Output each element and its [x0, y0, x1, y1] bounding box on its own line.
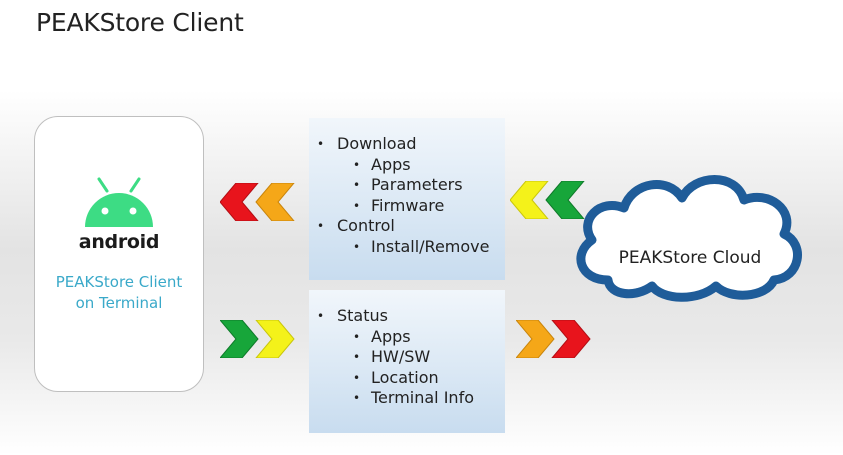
list-item-label: Firmware [371, 195, 445, 215]
bullet-icon: • [353, 391, 361, 405]
orange-chevron-icon [255, 183, 295, 221]
list-item-label: Status [337, 306, 388, 325]
bullet-icon: • [353, 157, 361, 172]
red-chevron-icon [551, 320, 591, 358]
arrow-to-terminal [220, 183, 295, 221]
cloud-label: PEAKStore Cloud [618, 248, 762, 268]
terminal-label-line2: on Terminal [75, 294, 163, 312]
arrow-to-cloud [516, 320, 591, 358]
list-item-label: Control [337, 216, 395, 235]
arrow-from-terminal [220, 320, 295, 358]
list-item-label: Install/Remove [371, 236, 490, 256]
green-chevron-icon [545, 181, 585, 219]
status-list: • Status • Apps • HW/SW • Location • Terminal Inf… [309, 306, 505, 409]
list-item-label: Terminal Info [371, 388, 474, 407]
list-item: • Status [309, 306, 505, 327]
bullet-icon: • [353, 370, 361, 385]
list-item-label: Download [337, 134, 417, 153]
list-item-label: Location [371, 367, 439, 387]
list-item-label: Apps [371, 154, 411, 174]
bullet-icon: • [317, 309, 325, 323]
cloud-icon [576, 175, 802, 302]
terminal-device: android PEAKStore Client on Terminal [34, 116, 204, 392]
bullet-icon: • [353, 239, 361, 254]
list-item: • Apps [309, 155, 505, 176]
download-control-panel: • Download • Apps • Parameters • Firmware • Contr… [309, 118, 505, 280]
list-item: • Firmware [309, 196, 505, 217]
bullet-icon: • [317, 219, 325, 233]
orange-chevron-icon [516, 320, 555, 358]
red-chevron-icon [220, 183, 259, 221]
bullet-icon: • [353, 178, 361, 192]
list-item-label: HW/SW [371, 347, 431, 366]
page-title: PEAKStore Client [36, 8, 244, 37]
list-item: • Control [309, 216, 505, 237]
bullet-icon: • [353, 350, 361, 364]
bullet-icon: • [353, 329, 361, 344]
terminal-label-line1: PEAKStore Client [55, 273, 183, 291]
status-panel: • Status • Apps • HW/SW • Location • Terminal Inf… [309, 290, 505, 433]
list-item: • Parameters [309, 175, 505, 196]
yellow-chevron-icon [510, 181, 549, 219]
android-wordmark: android [78, 231, 160, 253]
green-chevron-icon [220, 320, 259, 358]
bullet-icon: • [317, 137, 325, 151]
android-robot-icon [85, 177, 153, 227]
list-item: • HW/SW [309, 347, 505, 368]
list-item-label: Apps [371, 326, 411, 346]
list-item: • Location [309, 368, 505, 389]
arrow-from-cloud [510, 181, 585, 219]
list-item-label: Parameters [371, 175, 463, 194]
download-control-list: • Download • Apps • Parameters • Firmware • Contr… [309, 134, 505, 257]
terminal-label: PEAKStore Client on Terminal [35, 272, 203, 314]
bullet-icon: • [353, 198, 361, 213]
list-item: • Terminal Info [309, 388, 505, 409]
list-item: • Install/Remove [309, 237, 505, 258]
list-item: • Download [309, 134, 505, 155]
list-item: • Apps [309, 327, 505, 348]
yellow-chevron-icon [255, 320, 295, 358]
